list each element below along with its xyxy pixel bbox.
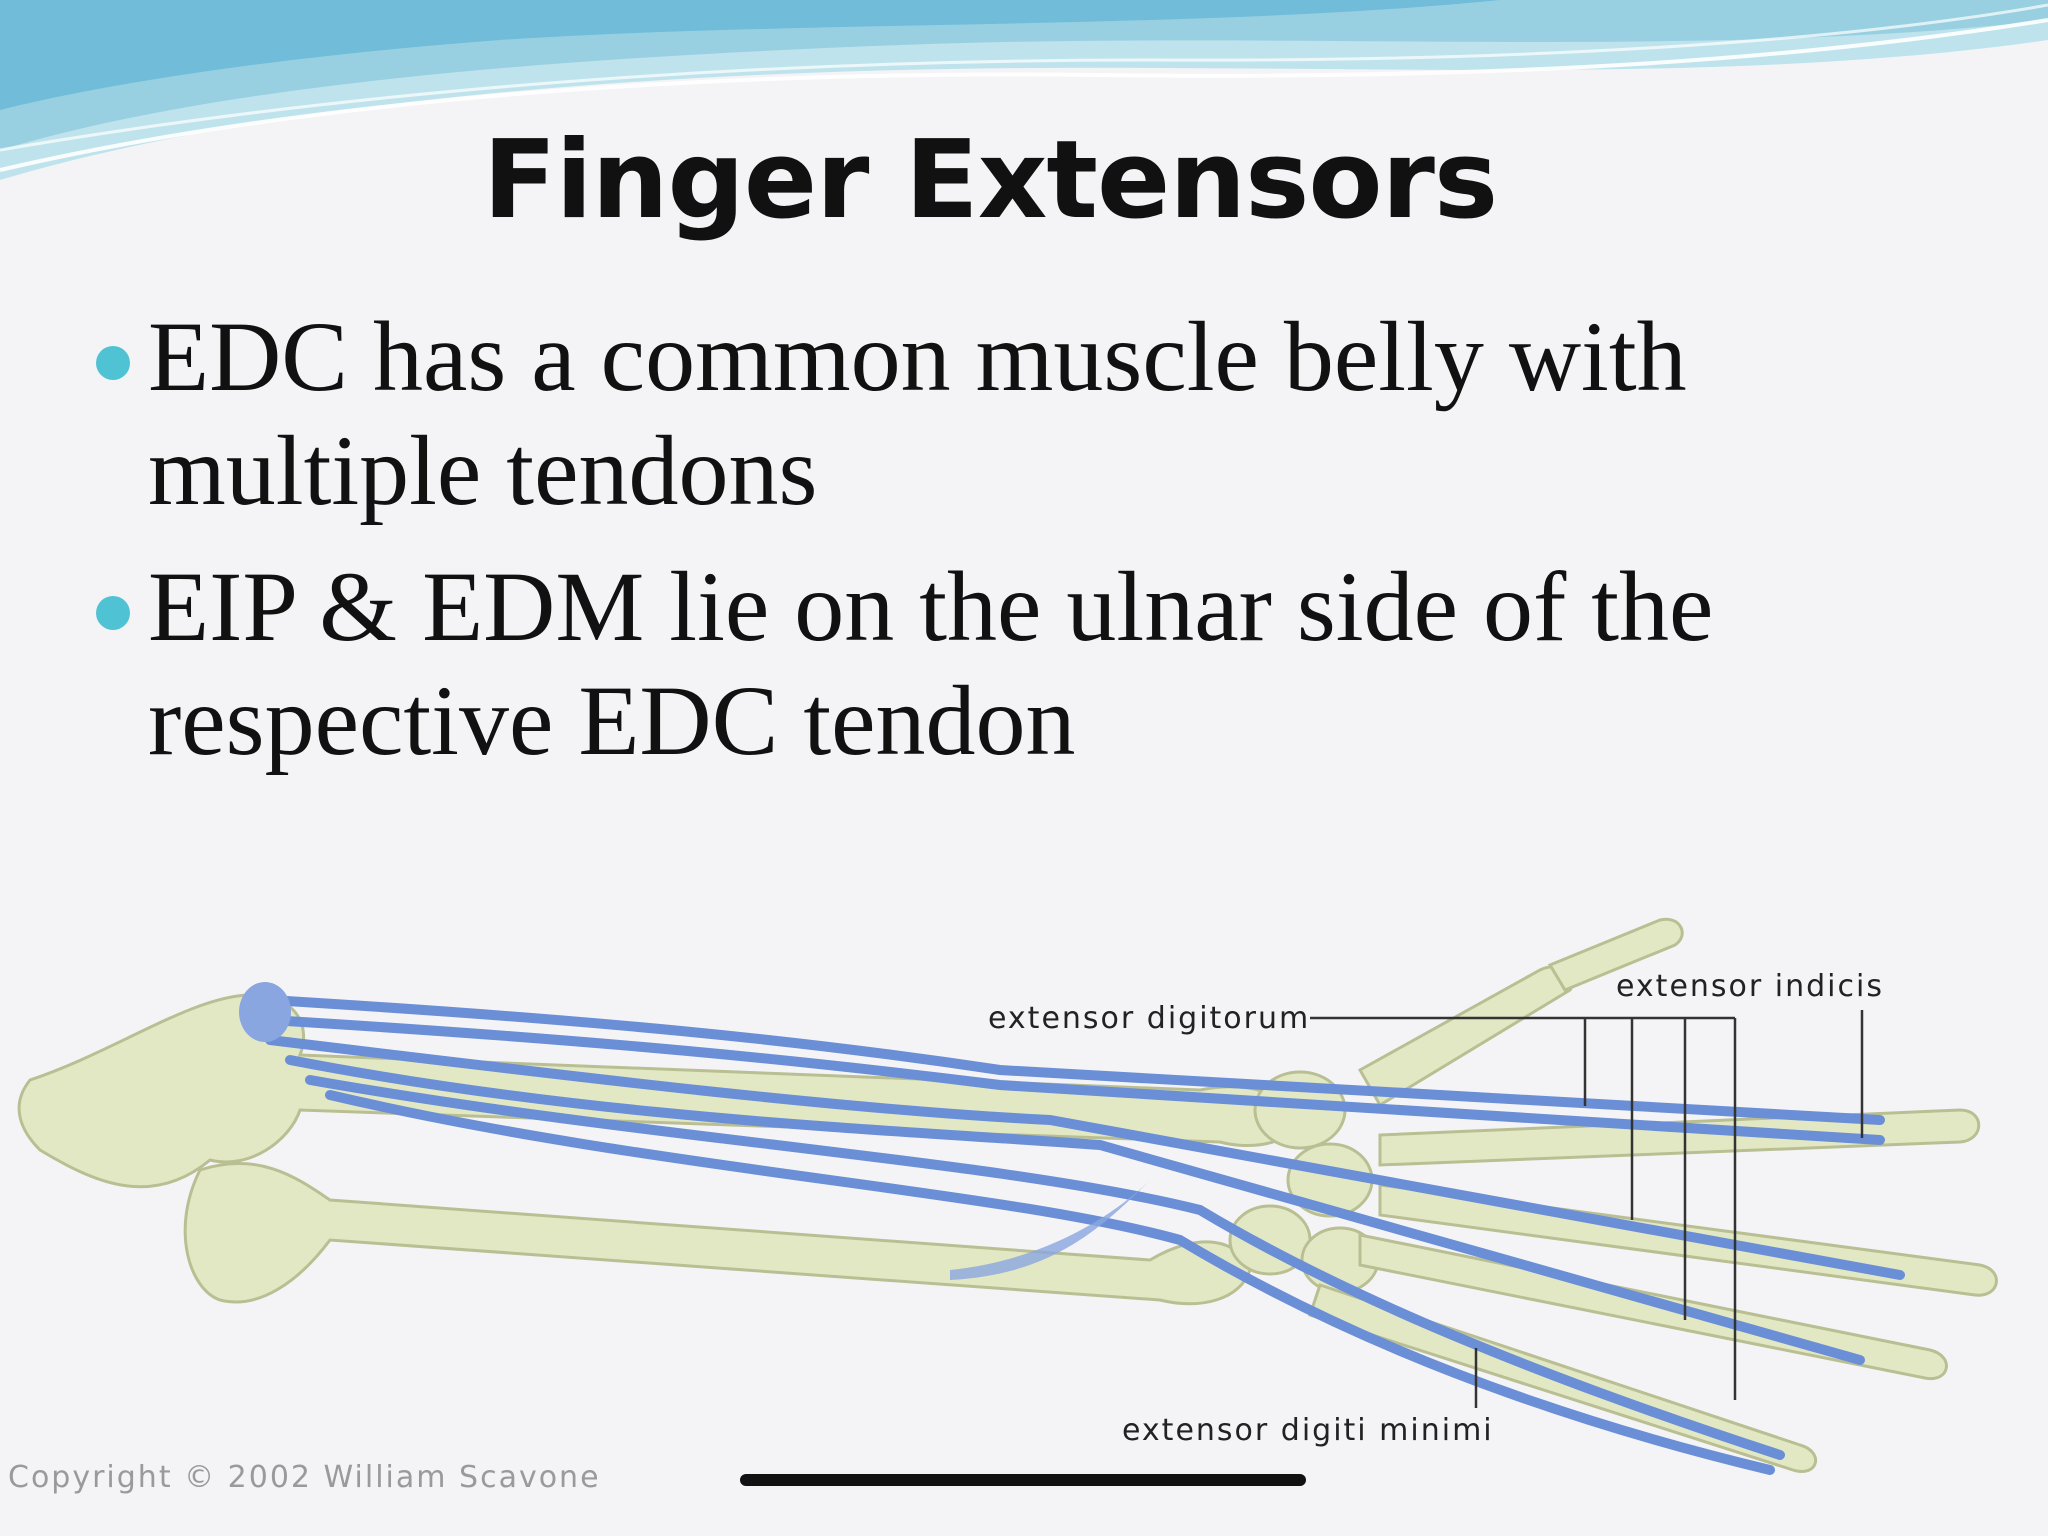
label-extensor-digiti-minimi: extensor digiti minimi <box>1122 1413 1494 1448</box>
forearm-hand-extensor-illustration: extensor digitorum extensor indicis exte… <box>17 917 1998 1475</box>
bullet-text: EIP & EDM lie on the ulnar side of the r… <box>148 551 1714 776</box>
decorative-wave-header <box>0 0 2048 180</box>
bullet-item: EIP & EDM lie on the ulnar side of the r… <box>96 550 1996 778</box>
label-leader-lines <box>1310 1010 1864 1408</box>
bullet-dot-icon <box>96 346 130 380</box>
bullet-dot-icon <box>96 596 130 630</box>
label-extensor-digitorum: extensor digitorum <box>988 1001 1310 1036</box>
muscle-belly <box>950 1180 1150 1280</box>
extensor-tendons <box>265 995 1905 1475</box>
home-indicator-bar[interactable] <box>740 1474 1306 1486</box>
bullet-text: EDC has a common muscle belly with multi… <box>148 301 1687 526</box>
bullet-item: EDC has a common muscle belly with multi… <box>96 300 1996 528</box>
thumb-bones <box>1357 917 1684 1108</box>
bullet-list: EDC has a common muscle belly with multi… <box>96 300 1996 800</box>
tendon-origin <box>239 982 291 1042</box>
slide-title: Finger Extensors <box>482 118 1498 243</box>
copyright-text: Copyright © 2002 William Scavone <box>8 1460 601 1495</box>
label-extensor-indicis: extensor indicis <box>1616 969 1884 1004</box>
